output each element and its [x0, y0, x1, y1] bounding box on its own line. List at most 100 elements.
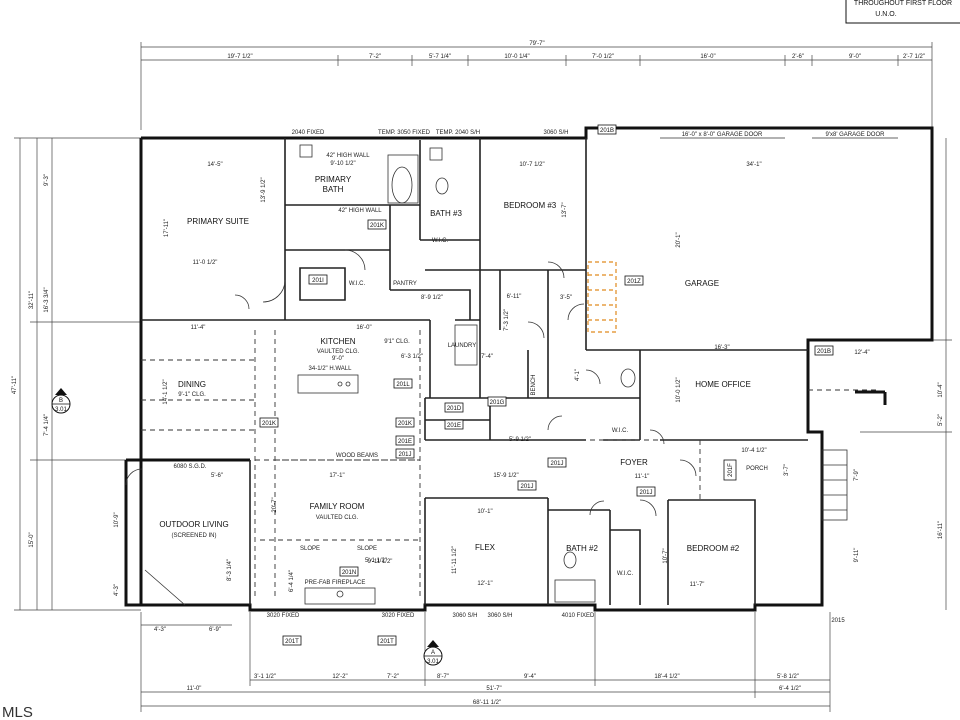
dim-top-1: 19'-7 1/2" [227, 54, 252, 60]
dim-left-overall: 47'-11" [12, 376, 18, 394]
label-wic-bath3: W.I.C. [432, 238, 449, 244]
window-sgd-6080: 6080 S.G.D. [173, 464, 206, 470]
idim-26: 11'-11 1/2" [452, 546, 458, 574]
room-outdoor-living-sub: (SCREENED IN) [171, 533, 216, 539]
dim-top-6: 16'-0" [700, 54, 715, 60]
room-dining-sub: 9'-1" CLG. [178, 392, 206, 398]
tag-4: 201K [262, 421, 276, 427]
dim-left-2: 16'-3 3/4" [44, 287, 50, 312]
fixtures [297, 144, 887, 605]
toilet-icon-office [620, 368, 636, 388]
section-marker-a: A 3.01 [423, 640, 443, 666]
idim-37: 4'-1" [575, 369, 581, 381]
tag-15: 201T [380, 639, 394, 645]
dim-top-overall: 79'-7" [529, 41, 544, 47]
room-dining: DINING [178, 380, 206, 389]
mls-watermark: MLS [2, 704, 33, 720]
idim-14: 8'-9 1/2" [421, 295, 443, 301]
dim-right-5: 7'-9" [854, 469, 860, 481]
idim-2: 17'-11" [164, 219, 170, 237]
idim-30: 11'-7" [690, 582, 705, 588]
label-prefab-fireplace: PRE-FAB FIREPLACE [305, 580, 366, 586]
bottom-dimensions: 4'-3" 6'-9" 3'-1 1/2" 12'-2" 7'-2" 8'-7"… [140, 612, 831, 712]
idim-16: 7'-3 1/2" [504, 309, 510, 331]
left-dimensions: 47'-11" 32'-11" 16'-3 3/4" 9'-3" 7'-4 1/… [12, 137, 141, 611]
room-primary-suite: PRIMARY SUITE [187, 217, 249, 226]
dim-bottom-2: 6'-9" [209, 627, 221, 633]
garage-door-label-2: 9'x8' GARAGE DOOR [826, 132, 886, 138]
room-kitchen: KITCHEN [320, 337, 355, 346]
idim-1: 11'-0 1/2" [193, 260, 218, 266]
label-high-wall-42b: 42" HIGH WALL [338, 208, 382, 214]
section-marker-b: B 3.01 [51, 388, 71, 414]
label-h-wall-34: 34-1/2" H.WALL [309, 366, 353, 372]
dim-top-8: 9'-0" [849, 54, 861, 60]
idim-13: 6'-3 1/2" [401, 354, 423, 360]
window-3060-sh-c: 3060 S/H [487, 613, 512, 619]
bathtub-icon [391, 166, 413, 204]
dim-left-7: 4'-3" [114, 584, 120, 596]
garage-steps [587, 261, 617, 333]
idim-9: 11'-4" [191, 325, 206, 331]
dim-bottom-4: 12'-2" [332, 674, 347, 680]
room-family-room-sub: VAULTED CLG. [316, 515, 359, 521]
window-3060-sh-b: 3060 S/H [452, 613, 477, 619]
label-high-wall-42: 42" HIGH WALL [326, 153, 370, 159]
idim-21: 17'-1" [329, 473, 344, 479]
dim-left-6: 10'-9" [114, 512, 120, 527]
room-laundry: LAUNDRY [448, 343, 477, 349]
shower-icon [554, 579, 596, 603]
idim-28: 11'-1" [635, 474, 650, 480]
window-2015: 2015 [831, 618, 845, 624]
idim-7: 34'-1" [746, 162, 761, 168]
idim-35: 5'-9 1/2" [509, 437, 531, 443]
dim-left-4: 7'-4 1/4" [44, 414, 50, 436]
idim-23: 20'-7" [272, 497, 278, 512]
kitchen-island [297, 374, 359, 394]
tag-18: 201Z [627, 279, 641, 285]
tag-19: 201F [728, 463, 734, 477]
idim-3: 9'-10 1/2" [330, 161, 355, 167]
label-wic-office: W.I.C. [612, 428, 629, 434]
idim-24: 5'-1 1/2" [365, 558, 387, 564]
label-bench: BENCH [531, 374, 537, 395]
room-bath-3: BATH #3 [430, 209, 462, 218]
dim-bottom-9: 5'-8 1/2" [777, 674, 799, 680]
tags: 201K 201I 201K 201L 201K 201E 201J 201G … [259, 124, 834, 646]
top-dimensions: 79'-7" 19'-7 1/2" 7'-2" 5'-7 1/4" 10'-0 … [140, 41, 933, 130]
dim-left-5: 15'-0" [29, 532, 35, 547]
dim-right-2: 16'-11" [938, 521, 944, 539]
room-pantry: PANTRY [393, 281, 417, 287]
room-foyer: FOYER [620, 458, 648, 467]
section-a-sheet: 3.01 [427, 659, 439, 665]
dim-bottom-3: 3'-1 1/2" [254, 674, 276, 680]
tag-0: 201K [370, 223, 384, 229]
dim-bottom-8: 18'-4 1/2" [654, 674, 679, 680]
section-b-sheet: 3.01 [55, 407, 67, 413]
room-bath-2: BATH #2 [566, 544, 598, 553]
fireplace-icon [304, 587, 376, 605]
idim-20: 10'-4 1/2" [741, 448, 766, 454]
window-3060-sh: 3060 S/H [543, 130, 568, 136]
label-wood-beams: WOOD BEAMS [336, 453, 378, 459]
idim-18: 16'-3" [714, 345, 729, 351]
idim-31: 5'-6" [211, 473, 223, 479]
idim-19: 10'-0 1/2" [676, 377, 682, 402]
idim-17: 7'-4" [481, 354, 493, 360]
dim-bottom-10: 11'-0" [187, 686, 202, 692]
idim-8: 20'-1" [676, 232, 682, 247]
dim-bottom-12: 6'-4 1/2" [779, 686, 801, 692]
dim-bottom-6: 8'-7" [437, 674, 449, 680]
room-outdoor-living: OUTDOOR LIVING [159, 520, 228, 529]
sink-icon-bath3 [429, 147, 443, 161]
room-bedroom-2: BEDROOM #2 [687, 544, 740, 553]
tag-10: 201J [550, 461, 563, 467]
idim-33: 6'-4 1/4" [289, 570, 295, 592]
dim-left-1: 32'-11" [29, 291, 35, 309]
general-note-line2: U.N.O. [875, 11, 896, 18]
tag-11: 201J [520, 484, 533, 490]
room-primary-bath-sub: BATH [323, 185, 344, 194]
tag-14: 201T [285, 639, 299, 645]
garage-doors: 16'-0" x 8'-0" GARAGE DOOR 9'x8' GARAGE … [660, 132, 898, 139]
room-family-room: FAMILY ROOM [310, 502, 365, 511]
